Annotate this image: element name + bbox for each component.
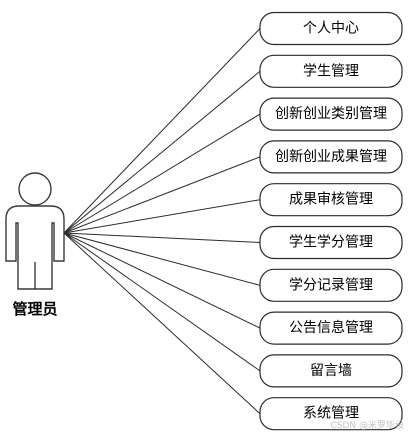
use-case-label: 学生管理	[303, 63, 359, 79]
use-case-label: 创新创业类别管理	[275, 106, 387, 122]
use-case-item: 留言墙	[259, 354, 403, 388]
use-case-box	[259, 354, 403, 388]
use-case-box	[259, 54, 403, 88]
use-case-label: 留言墙	[310, 363, 352, 379]
use-case-box	[259, 268, 403, 302]
use-case-box	[259, 225, 403, 260]
association-line	[63, 70, 261, 234]
use-case-item: 系统管理	[259, 397, 403, 431]
use-case-item: 学分记录管理	[259, 268, 403, 302]
use-case-box	[259, 397, 403, 431]
association-line	[63, 232, 261, 329]
use-case-label: 成果审核管理	[289, 192, 373, 208]
use-case-list: 个人中心学生管理创新创业类别管理创新创业成果管理成果审核管理学生学分管理学分记录…	[259, 11, 403, 431]
association-line	[63, 28, 261, 234]
association-line	[63, 232, 261, 243]
association-line	[63, 199, 261, 234]
use-case-label: 公告信息管理	[289, 319, 373, 336]
use-case-box	[259, 11, 403, 46]
use-case-item: 个人中心	[259, 11, 403, 46]
association-line	[63, 156, 261, 234]
use-case-label: 学分记录管理	[289, 277, 373, 293]
use-case-label: 个人中心	[303, 21, 359, 37]
actor-head	[18, 172, 52, 206]
association-line	[63, 113, 261, 234]
use-case-box	[259, 311, 403, 345]
actor-body	[5, 205, 65, 290]
use-case-item: 学生管理	[259, 54, 403, 88]
association-line	[63, 232, 261, 415]
use-case-box	[259, 140, 403, 174]
use-case-label: 系统管理	[303, 406, 359, 422]
use-case-label: 学生学分管理	[289, 235, 373, 251]
association-line	[63, 232, 261, 286]
use-case-item: 公告信息管理	[259, 311, 403, 345]
use-case-item: 创新创业类别管理	[259, 97, 403, 131]
use-case-box	[259, 97, 403, 131]
use-case-item: 创新创业成果管理	[259, 140, 403, 174]
watermark: CSDN @米罗毕设	[330, 419, 404, 431]
association-line	[63, 232, 261, 372]
use-case-box	[259, 183, 403, 217]
use-case-item: 学生学分管理	[259, 225, 403, 260]
actor-figure	[5, 172, 65, 290]
use-case-label: 创新创业成果管理	[275, 149, 387, 165]
use-case-item: 成果审核管理	[259, 183, 403, 217]
association-lines	[63, 28, 261, 415]
actor-label: 管理员	[12, 300, 57, 318]
